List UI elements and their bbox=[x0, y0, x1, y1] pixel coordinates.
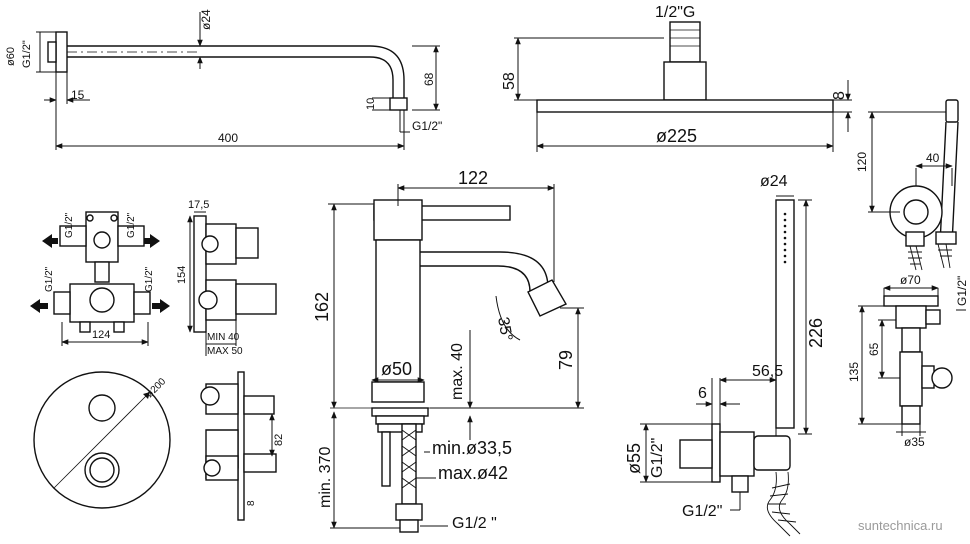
basin-base-dia: ø50 bbox=[381, 359, 412, 379]
angle-valve-height-total: 135 bbox=[847, 362, 861, 382]
shower-arm-outlet-thread: G1/2" bbox=[412, 119, 442, 133]
shower-arm-pipe-dia: ø24 bbox=[199, 9, 213, 30]
shower-arm-drop: 68 bbox=[422, 72, 436, 86]
angle-valve-top-dia: ø70 bbox=[900, 273, 921, 287]
basin-mixer-drawing: 122 162 35° 79 ø50 max. 40 min. 370 min.… bbox=[312, 168, 584, 533]
angle-valve-thread: G1/2" bbox=[955, 276, 969, 306]
basin-spout-reach: 122 bbox=[458, 168, 488, 188]
basin-hose-min-len: min. 370 bbox=[317, 447, 334, 508]
trim-plate-drawing: ø200 82 8 bbox=[33, 371, 285, 521]
holder-height: 120 bbox=[855, 152, 869, 172]
valve-thread-top-left: G1/2" bbox=[64, 212, 75, 238]
valve-thread-bottom-left: G1/2" bbox=[44, 266, 55, 292]
valve-thread-top-right: G1/2" bbox=[126, 212, 137, 238]
angle-valve-bottom-dia: ø35 bbox=[904, 435, 925, 449]
holder-width: 40 bbox=[926, 151, 940, 165]
basin-thread: G1/2 " bbox=[452, 515, 497, 532]
handshower-holder-drawing: 120 40 bbox=[855, 99, 959, 271]
valve-thread-bottom-right: G1/2" bbox=[144, 266, 155, 292]
valve-height: 154 bbox=[176, 266, 188, 284]
trim-plate-thickness: 8 bbox=[246, 500, 257, 506]
bidet-height: 226 bbox=[806, 318, 826, 348]
bidet-top-dia: ø24 bbox=[760, 173, 788, 190]
shower-head-height: 58 bbox=[501, 72, 518, 90]
shower-head-diameter: ø225 bbox=[656, 126, 697, 146]
shower-arm-wall-thread: G1/2" bbox=[21, 40, 33, 68]
basin-hole-max: max.ø42 bbox=[438, 463, 508, 483]
shower-head-drawing: 58 1/2"G 8 ø225 bbox=[501, 4, 852, 152]
shower-arm-flange-dia: ø60 bbox=[5, 47, 17, 66]
trim-plate-diameter: ø200 bbox=[144, 376, 168, 400]
bidet-dim-56-5: 56,5 bbox=[752, 363, 783, 380]
basin-height: 162 bbox=[312, 292, 332, 322]
basin-hole-min: min.ø33,5 bbox=[432, 438, 512, 458]
valve-wall-min: MIN 40 bbox=[207, 332, 240, 343]
bidet-dim-6: 6 bbox=[698, 385, 707, 402]
bidet-shower-drawing: ø24 226 6 56,5 ø55 G1/2" G1/2" bbox=[624, 173, 826, 537]
shower-arm-length: 400 bbox=[218, 131, 238, 145]
basin-deck-max: max. 40 bbox=[449, 343, 466, 400]
watermark: suntechnica.ru bbox=[858, 518, 943, 533]
bidet-dia-55: ø55 bbox=[624, 443, 644, 474]
valve-wall-max: MAX 50 bbox=[207, 346, 243, 357]
angle-valve-drawing: ø70 G1/2" 135 65 ø35 bbox=[847, 273, 969, 449]
basin-spout-clearance: 79 bbox=[556, 350, 576, 370]
shower-head-thread: 1/2"G bbox=[655, 4, 695, 21]
angle-valve-height-inner: 65 bbox=[867, 342, 881, 356]
valve-depth: 17,5 bbox=[188, 199, 209, 211]
shower-head-thickness: 8 bbox=[831, 91, 848, 100]
trim-plate-offset: 82 bbox=[273, 434, 285, 446]
shower-arm-drawing: ø24 ø60 G1/2" 15 400 68 10 G1/2" bbox=[5, 9, 442, 150]
bidet-thread-left: G1/2" bbox=[649, 438, 666, 478]
valve-width: 124 bbox=[92, 329, 110, 341]
basin-spout-angle: 35° bbox=[494, 316, 515, 343]
shower-arm-flange-depth: 15 bbox=[71, 88, 85, 102]
mixer-valve-drawing: G1/2" G1/2" G1/2" G1/2" 124 154 17,5 MIN… bbox=[30, 199, 277, 357]
shower-arm-outlet-len: 10 bbox=[365, 98, 377, 110]
bidet-thread-bottom: G1/2" bbox=[682, 503, 722, 520]
